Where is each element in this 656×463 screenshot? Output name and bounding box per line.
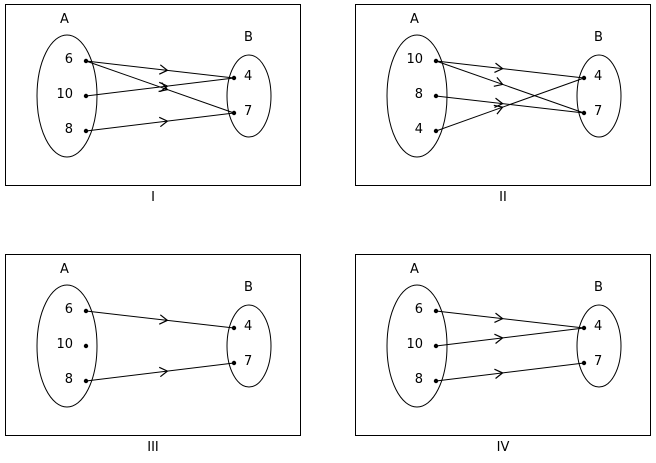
mapping-diagram-4: A B 6 10 8 4 7 — [355, 254, 651, 436]
mapping-arrow-10-to-4 — [435, 327, 585, 347]
element-dot — [581, 75, 587, 81]
diagram-canvas — [36, 34, 272, 158]
mapping-diagram-1: A B 6 10 8 4 7 — [5, 4, 301, 186]
set-b-element: 4 — [244, 319, 253, 334]
diagram-caption: IV — [496, 440, 510, 455]
mapping-arrow-8-to-7 — [85, 362, 235, 382]
element-dot — [433, 93, 439, 99]
element-dot — [83, 58, 89, 64]
element-dot — [83, 128, 89, 134]
element-dot — [433, 343, 439, 349]
mapping-arrow-8-to-7 — [435, 362, 585, 382]
set-a-element: 8 — [414, 87, 423, 102]
element-dot — [231, 325, 237, 331]
element-dot — [581, 110, 587, 116]
mapping-diagram-3: A B 6 10 8 4 7 — [5, 254, 301, 436]
element-dot — [231, 110, 237, 116]
mapping-arrow-4-to-4 — [435, 77, 585, 132]
diagram-canvas — [386, 284, 622, 408]
set-b-element: 4 — [594, 319, 603, 334]
element-dot — [433, 58, 439, 64]
set-a-element: 10 — [56, 87, 73, 102]
set-a-ellipse — [386, 284, 448, 408]
arrowhead-icon — [158, 314, 169, 325]
arrowhead-icon — [494, 312, 504, 323]
element-dot — [83, 378, 89, 384]
mapping-arrow-6-to-4 — [85, 310, 235, 329]
set-a-label: A — [410, 262, 419, 277]
element-dot — [433, 308, 439, 314]
set-b-element: 4 — [594, 69, 603, 84]
set-b-label: B — [244, 30, 253, 45]
element-dot — [83, 308, 89, 314]
set-a-ellipse — [36, 34, 98, 158]
element-dot — [581, 360, 587, 366]
set-b-element: 7 — [594, 104, 603, 119]
set-a-element: 10 — [406, 52, 423, 67]
arrowhead-icon — [494, 368, 504, 379]
set-b-ellipse — [576, 54, 622, 138]
set-b-element: 7 — [244, 354, 253, 369]
mapping-diagram-2: A B 10 8 4 4 7 — [355, 4, 651, 186]
set-b-label: B — [594, 30, 603, 45]
arrowhead-icon — [494, 62, 504, 73]
arrowhead-icon — [493, 104, 504, 115]
set-a-label: A — [410, 12, 419, 27]
mapping-arrow-10-to-7 — [435, 60, 585, 114]
set-b-label: B — [244, 280, 253, 295]
arrowhead-icon — [493, 77, 504, 87]
diagram-caption: III — [147, 440, 159, 455]
element-dot — [83, 93, 89, 99]
arrowhead-icon — [158, 116, 169, 128]
set-a-element: 6 — [414, 302, 423, 317]
set-b-element: 7 — [594, 354, 603, 369]
diagram-caption: II — [499, 190, 507, 205]
arrowhead-icon — [158, 64, 169, 75]
mapping-arrow-6-to-4 — [435, 310, 585, 329]
element-dot — [83, 343, 89, 349]
set-b-element: 4 — [244, 69, 253, 84]
set-b-label: B — [594, 280, 603, 295]
element-dot — [231, 75, 237, 81]
set-a-label: A — [60, 262, 69, 277]
arrowhead-icon — [158, 366, 169, 378]
set-a-element: 6 — [64, 52, 73, 67]
set-a-element: 10 — [406, 337, 423, 352]
mapping-arrow-10-to-4 — [85, 77, 235, 97]
set-a-ellipse — [36, 284, 98, 408]
set-a-element: 8 — [414, 372, 423, 387]
mapping-arrow-10-to-4 — [435, 60, 585, 79]
arrowhead-icon — [158, 81, 169, 93]
diagram-caption: I — [151, 190, 155, 205]
mapping-arrow-6-to-4 — [85, 60, 235, 79]
set-a-element: 10 — [56, 337, 73, 352]
mapping-arrow-8-to-7 — [85, 112, 235, 132]
set-a-label: A — [60, 12, 69, 27]
set-b-ellipse — [226, 54, 272, 138]
element-dot — [581, 325, 587, 331]
set-a-element: 8 — [64, 122, 73, 137]
set-b-ellipse — [226, 304, 272, 388]
element-dot — [433, 128, 439, 134]
set-a-ellipse — [386, 34, 448, 158]
set-a-element: 4 — [414, 122, 423, 137]
set-a-element: 6 — [64, 302, 73, 317]
element-dot — [231, 360, 237, 366]
set-b-element: 7 — [244, 104, 253, 119]
set-a-element: 8 — [64, 372, 73, 387]
element-dot — [433, 378, 439, 384]
diagram-canvas — [386, 34, 622, 158]
diagram-canvas — [36, 284, 272, 408]
arrowhead-icon — [494, 333, 504, 344]
set-b-ellipse — [576, 304, 622, 388]
